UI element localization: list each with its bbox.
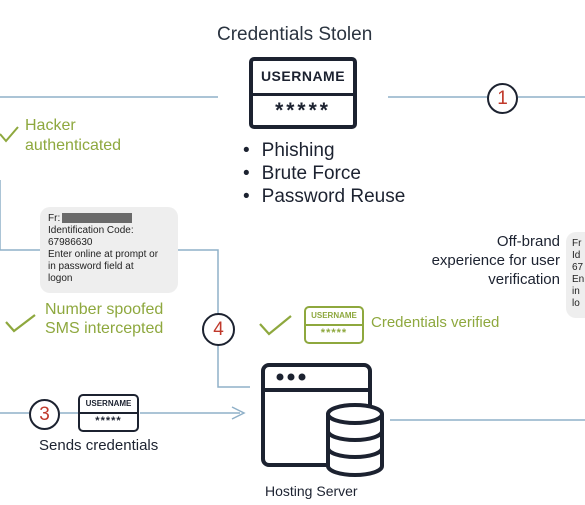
sms-bubble-left: Fr: Identification Code: 67986630 Enter … [40,207,178,293]
check-icon [5,314,36,333]
method-item: Brute Force [243,162,405,185]
database-icon [326,403,384,477]
title: Credentials Stolen [217,24,373,45]
card-password: ***** [320,327,348,339]
sms-line: Id [572,250,581,261]
sms-line: Fr [572,238,582,249]
sms-line: in [572,286,580,297]
hacker-authenticated-label: Hacker authenticated [25,117,122,154]
methods-list: Phishing Brute Force Password Reuse [243,139,406,208]
redacted-number [62,213,133,224]
sms-from-label: Fr: [48,213,61,224]
credentials-card-verified: USERNAME ***** [304,306,364,344]
credentials-verified-label: Credentials verified [371,314,500,331]
arrow-head [231,406,246,420]
spoofed-label: Number spoofed SMS intercepted [45,301,164,337]
card-password: ***** [275,99,331,122]
card-username: USERNAME [260,68,346,84]
server-icon [261,363,384,477]
card-password: ***** [95,415,122,427]
offbrand-label: Off-brand experience for user verificati… [431,233,560,288]
sms-line: Enter online at prompt or [48,249,159,260]
credentials-card-top: USERNAME ***** [249,57,357,129]
sms-line: Identification Code: [48,225,134,236]
card-username: USERNAME [311,311,357,320]
check-icon [0,126,19,143]
sms-line: En [572,274,585,285]
sms-bubble-right: Fr Id 67 En in lo [566,232,585,318]
step-4-circle: 4 [202,313,235,346]
sms-line: 67 [572,262,584,273]
sms-line: logon [48,273,73,284]
step-1-circle: 1 [487,83,518,114]
sms-line: lo [572,298,580,309]
method-item: Phishing [243,139,405,162]
credentials-card-sends: USERNAME ***** [78,394,139,432]
hosting-server-label: Hosting Server [265,483,358,499]
sends-credentials-label: Sends credentials [39,437,159,454]
step-3-circle: 3 [29,399,60,430]
sms-line: in password field at [48,261,134,272]
card-username: USERNAME [85,399,132,408]
check-icon [259,315,292,336]
sms-line: 67986630 [48,237,93,248]
line-left-down [0,180,250,388]
method-item: Password Reuse [243,185,406,208]
